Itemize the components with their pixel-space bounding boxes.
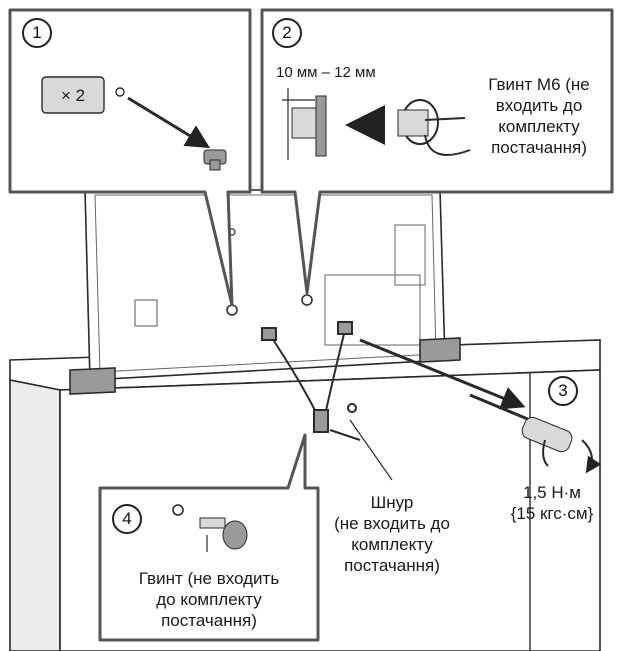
step4-screw-label: Гвинт (не входить до комплекту постачанн… [104,568,314,631]
tv-back-panel [69,189,461,395]
torque-label-line: {15 кгс·см} [510,504,594,523]
step1-panel [8,8,252,307]
step4-screw-label-line: постачання) [161,611,257,630]
screw-with-cord-icon [397,99,471,156]
cord-label-line: комплекту [351,535,433,554]
torque-label: 1,5 Н·м {15 кгс·см} [492,482,612,524]
cord-label-line: Шнур [370,493,414,512]
step2-screw-label: Гвинт М6 (не входить до комплекту постач… [470,74,608,158]
step4-badge: 4 [112,504,142,534]
screw-count-label: × 2 [60,86,86,105]
step2-badge: 2 [272,18,302,48]
cord-label-line: (не входить до [334,514,450,533]
step2-screw-label-line: постачання) [491,138,587,157]
step3-badge: 3 [548,376,578,406]
cord-label: Шнур (не входить до комплекту постачання… [322,492,462,576]
screw-icon [199,517,248,550]
torque-label-line: 1,5 Н·м [523,483,581,502]
step2-screw-label-line: комплекту [498,117,580,136]
step2-panel [260,8,614,295]
screw-icon [203,149,227,171]
step4-screw-label-line: Гвинт (не входить [138,569,280,588]
step4-screw-label-line: до комплекту [156,590,262,609]
step2-screw-label-line: Гвинт М6 (не [488,75,590,94]
screw-length-label: 10 мм – 12 мм [276,64,376,81]
step2-screw-label-line: входить до [495,96,583,115]
cord-label-line: постачання) [344,556,440,575]
screwdriver-icon [359,338,602,474]
cord-assembly [261,321,361,441]
step1-badge: 1 [22,18,52,48]
step4-panel [98,433,320,642]
